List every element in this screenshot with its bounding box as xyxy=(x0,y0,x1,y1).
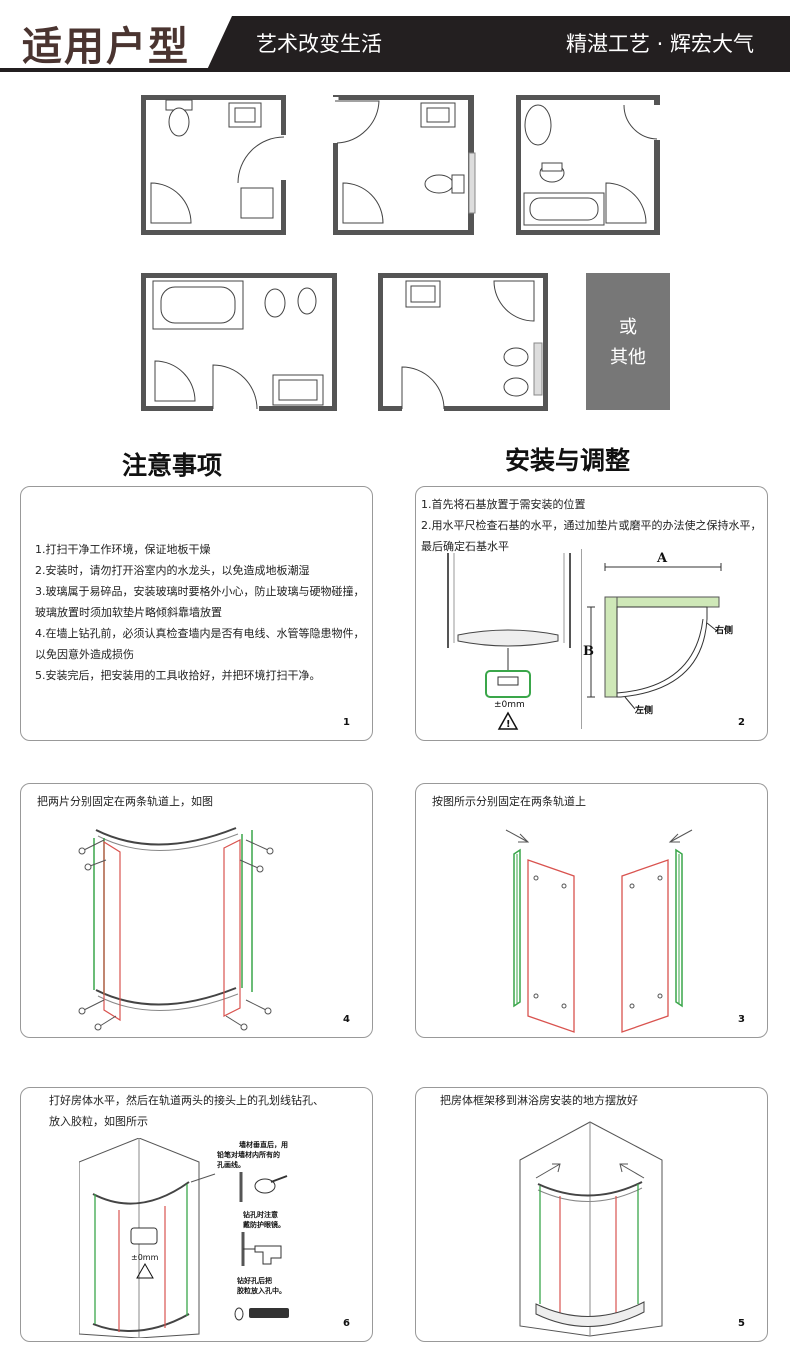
note-mark-holes: 墙材垂直后，用 铅笔对墙材内所有的 孔画线。 xyxy=(217,1140,295,1170)
frame-placement-illustration xyxy=(519,1121,663,1337)
header-slogan-left: 艺术改变生活 xyxy=(256,32,382,56)
panel-base-leveling: 1.首先将石基放置于需安装的位置 2.用水平尺检查石基的水平，通过加垫片或磨平的… xyxy=(415,486,768,741)
precaution-line: 4.在墙上钻孔前，必须认真检查墙内是否有电线、水管等隐患物件， xyxy=(35,627,365,640)
panel-number: 6 xyxy=(343,1318,350,1329)
panel-step-5: 把房体框架移到淋浴房安装的地方摆放好 5 xyxy=(415,1087,768,1342)
install-section-title: 安装与调整 xyxy=(505,446,631,475)
glass-on-rails-illustration xyxy=(78,827,274,1031)
step5-caption: 把房体框架移到淋浴房安装的地方摆放好 xyxy=(440,1094,638,1107)
step6-caption-line1: 打好房体水平，然后在轨道两头的接头上的孔划线钻孔、 xyxy=(49,1094,324,1107)
note2-line2: 戴防护眼镜。 xyxy=(243,1221,285,1229)
two-panels-illustration xyxy=(505,829,693,1033)
header-band xyxy=(0,16,790,72)
right-side-label: 右侧 xyxy=(714,624,733,636)
header-title: 适用户型 xyxy=(22,24,190,70)
warning-icon: ! xyxy=(506,719,511,730)
level-readout: ±0mm xyxy=(131,1253,159,1262)
notes-section-title: 注意事项 xyxy=(122,451,223,480)
panel-step-4: 把两片分别固定在两条轨道上，如图 4 xyxy=(20,783,373,1038)
note1-line2: 铅笔对墙材内所有的 xyxy=(217,1151,280,1159)
floorplan-1 xyxy=(141,95,286,235)
step6-caption-line2: 放入胶粒，如图所示 xyxy=(49,1115,148,1128)
panel-number: 2 xyxy=(738,717,745,728)
dimension-b-label: B xyxy=(583,644,594,659)
dimension-a-label: A xyxy=(656,551,668,566)
step4-caption: 把两片分别固定在两条轨道上，如图 xyxy=(37,795,213,808)
precaution-line: 5.安装完后，把安装用的工具收拾好，并把环境打扫干净。 xyxy=(35,669,321,682)
precaution-line: 2.安装时，请勿打开浴室内的水龙头，以免造成地板潮湿 xyxy=(35,564,310,577)
leveling-line: 2.用水平尺检查石基的水平，通过加垫片或磨平的办法使之保持水平， xyxy=(421,519,762,532)
note3-line1: 钻好孔后把 xyxy=(237,1277,272,1285)
other-box-line2: 其他 xyxy=(610,347,646,368)
panel-number: 4 xyxy=(343,1014,350,1025)
precaution-line: 1.打扫干净工作环境，保证地板干燥 xyxy=(35,543,211,556)
precaution-line: 3.玻璃属于易碎品，安装玻璃时要格外小心，防止玻璃与硬物碰撞， xyxy=(35,585,365,598)
step3-caption: 按图所示分别固定在两条轨道上 xyxy=(432,795,586,808)
base-dimension-diagram: A B 右侧 左侧 xyxy=(581,549,733,729)
floorplan-4 xyxy=(141,273,337,411)
precaution-line: 玻璃放置时须加软垫片略倾斜靠墙放置 xyxy=(35,606,222,619)
panel-step-6: 打好房体水平，然后在轨道两头的接头上的孔划线钻孔、 放入胶粒，如图所示 ±0mm… xyxy=(20,1087,373,1342)
floorplan-2 xyxy=(333,95,476,235)
step6-caption: 打好房体水平，然后在轨道两头的接头上的孔划线钻孔、 放入胶粒，如图所示 xyxy=(49,1090,369,1132)
base-level-illustration: ±0mm ! xyxy=(447,553,571,730)
precaution-line: 以免因意外造成损伤 xyxy=(35,648,134,661)
header-slogan-right: 精湛工艺 · 辉宏大气 xyxy=(566,32,755,56)
left-side-label: 左侧 xyxy=(634,704,653,716)
floorplan-3 xyxy=(516,95,661,235)
leveling-text: 1.首先将石基放置于需安装的位置 2.用水平尺检查石基的水平，通过加垫片或磨平的… xyxy=(421,494,767,557)
panel-number: 3 xyxy=(738,1014,745,1025)
precautions-text: 1.打扫干净工作环境，保证地板干燥 2.安装时，请勿打开浴室内的水龙头，以免造成… xyxy=(35,539,365,686)
drilling-illustration: ±0mm xyxy=(79,1138,216,1338)
note1-line3: 孔画线。 xyxy=(217,1161,245,1169)
note3-line2: 胶粒放入孔中。 xyxy=(237,1287,286,1295)
floorplan-5 xyxy=(378,273,548,411)
other-box-line1: 或 xyxy=(619,317,637,338)
leveling-line: 1.首先将石基放置于需安装的位置 xyxy=(421,498,586,511)
panel-number: 1 xyxy=(343,717,350,728)
note1-line1: 墙材垂直后，用 xyxy=(239,1141,288,1149)
other-layouts-box: 或 其他 xyxy=(586,273,670,410)
leveling-line: 最后确定石基水平 xyxy=(421,540,509,553)
panel-precautions: 1.打扫干净工作环境，保证地板干燥 2.安装时，请勿打开浴室内的水龙头，以免造成… xyxy=(20,486,373,741)
note2-line1: 钻孔时注意 xyxy=(243,1211,278,1219)
panel-step-3: 按图所示分别固定在两条轨道上 3 xyxy=(415,783,768,1038)
pencil-marking-icon xyxy=(239,1172,288,1202)
level-readout: ±0mm xyxy=(494,700,525,710)
panel-number: 5 xyxy=(738,1318,745,1329)
drill-icon xyxy=(241,1232,282,1266)
step6-notes: 墙材垂直后，用 铅笔对墙材内所有的 孔画线。 钻孔时注意 戴防护眼镜。 钻好孔后… xyxy=(217,1140,297,1340)
note-drill-goggles: 钻孔时注意 戴防护眼镜。 xyxy=(243,1210,285,1230)
note-insert-anchors: 钻好孔后把 胶粒放入孔中。 xyxy=(237,1276,286,1296)
page-header: 适用户型 艺术改变生活 精湛工艺 · 辉宏大气 xyxy=(0,0,790,82)
wall-anchor-icon xyxy=(234,1307,289,1321)
